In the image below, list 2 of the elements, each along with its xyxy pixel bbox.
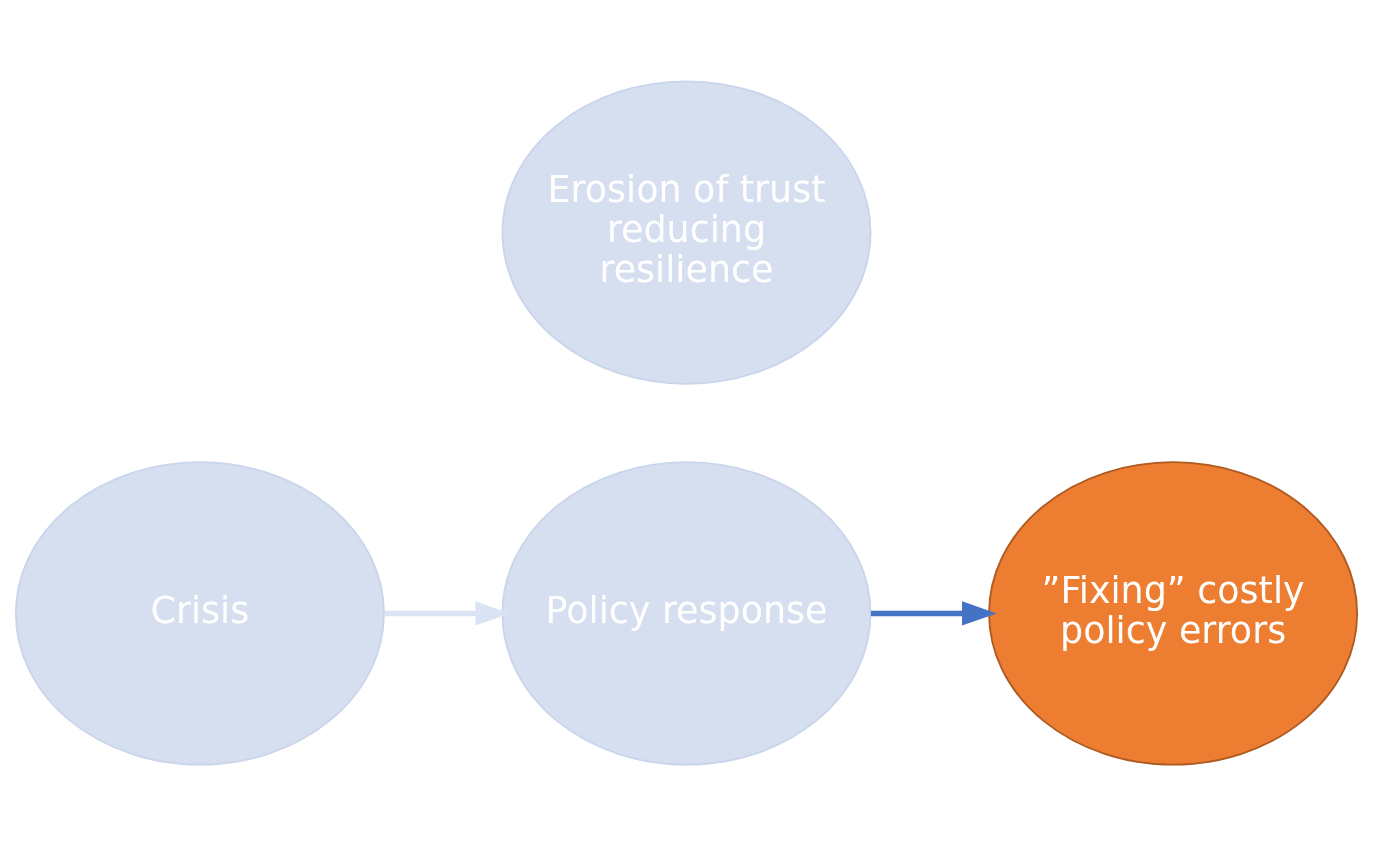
node-ellipse: ”Fixing” costly policy errors xyxy=(988,461,1359,766)
arrow xyxy=(870,601,997,626)
